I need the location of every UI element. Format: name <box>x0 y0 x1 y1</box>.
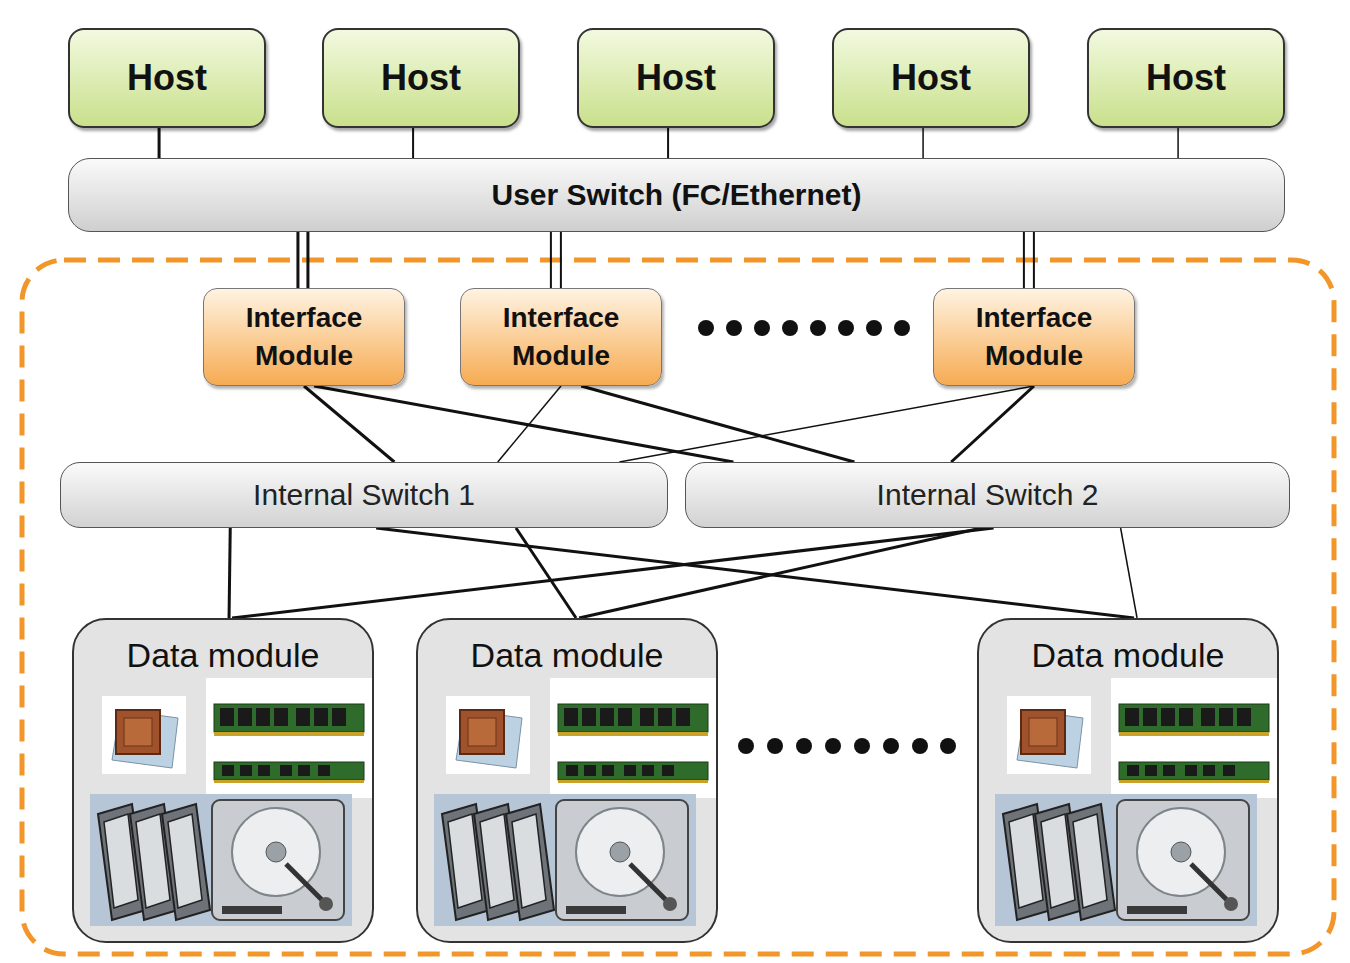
link-line <box>232 528 993 618</box>
text-stack: Internal Switch 2 <box>877 478 1099 512</box>
data-module: Data module <box>416 618 718 943</box>
link-line <box>229 528 230 618</box>
data-module: Data module <box>72 618 374 943</box>
data-module: Data module <box>977 618 1279 943</box>
link-line <box>667 128 669 158</box>
node-label: Interface Module <box>943 299 1125 375</box>
link-line <box>314 386 733 462</box>
text-stack: Host <box>636 57 716 99</box>
text-stack: Interface Module <box>470 299 652 375</box>
text-stack: Host <box>127 57 207 99</box>
node-label: User Switch (FC/Ethernet) <box>491 178 861 212</box>
text-stack: Internal Switch 1 <box>253 478 475 512</box>
text-stack: User Switch (FC/Ethernet) <box>491 178 861 212</box>
text-stack: Interface Module <box>213 299 395 375</box>
interface-module: Interface Module <box>460 288 662 386</box>
internal-switch-band: Internal Switch 1 <box>60 462 668 528</box>
link-line <box>1121 528 1137 618</box>
text-stack: Data module <box>127 636 320 675</box>
interface-module: Interface Module <box>203 288 405 386</box>
node-label: Data module <box>471 636 664 675</box>
link-line <box>498 386 561 462</box>
node-label: Host <box>381 57 461 99</box>
link-line <box>1024 232 1034 288</box>
link-line <box>516 528 576 618</box>
host-box: Host <box>832 28 1030 128</box>
link-line <box>551 232 561 288</box>
host-box: Host <box>577 28 775 128</box>
node-label: Internal Switch 1 <box>253 478 475 512</box>
node-label: Data module <box>127 636 320 675</box>
host-box: Host <box>68 28 266 128</box>
interface-module: Interface Module <box>933 288 1135 386</box>
node-label: Host <box>891 57 971 99</box>
node-label: Host <box>1146 57 1226 99</box>
link-line <box>951 386 1034 462</box>
node-label: Interface Module <box>213 299 395 375</box>
text-stack: Data module <box>471 636 664 675</box>
link-line <box>412 128 414 158</box>
link-line <box>376 528 1134 618</box>
internal-switch-band: Internal Switch 2 <box>685 462 1290 528</box>
link-line <box>922 128 924 158</box>
node-label: Interface Module <box>470 299 652 375</box>
node-label: Data module <box>1032 636 1225 675</box>
link-line <box>1177 128 1179 158</box>
text-stack: Data module <box>1032 636 1225 675</box>
host-box: Host <box>1087 28 1285 128</box>
link-line <box>579 528 981 618</box>
user-switch-band: User Switch (FC/Ethernet) <box>68 158 1285 232</box>
text-stack: Host <box>1146 57 1226 99</box>
host-box: Host <box>322 28 520 128</box>
link-line <box>581 386 854 462</box>
text-stack: Host <box>381 57 461 99</box>
node-label: Internal Switch 2 <box>877 478 1099 512</box>
node-label: Host <box>636 57 716 99</box>
link-line <box>158 128 161 158</box>
node-label: Host <box>127 57 207 99</box>
text-stack: Interface Module <box>943 299 1125 375</box>
link-line <box>298 232 308 288</box>
link-line <box>619 386 1034 462</box>
text-stack: Host <box>891 57 971 99</box>
